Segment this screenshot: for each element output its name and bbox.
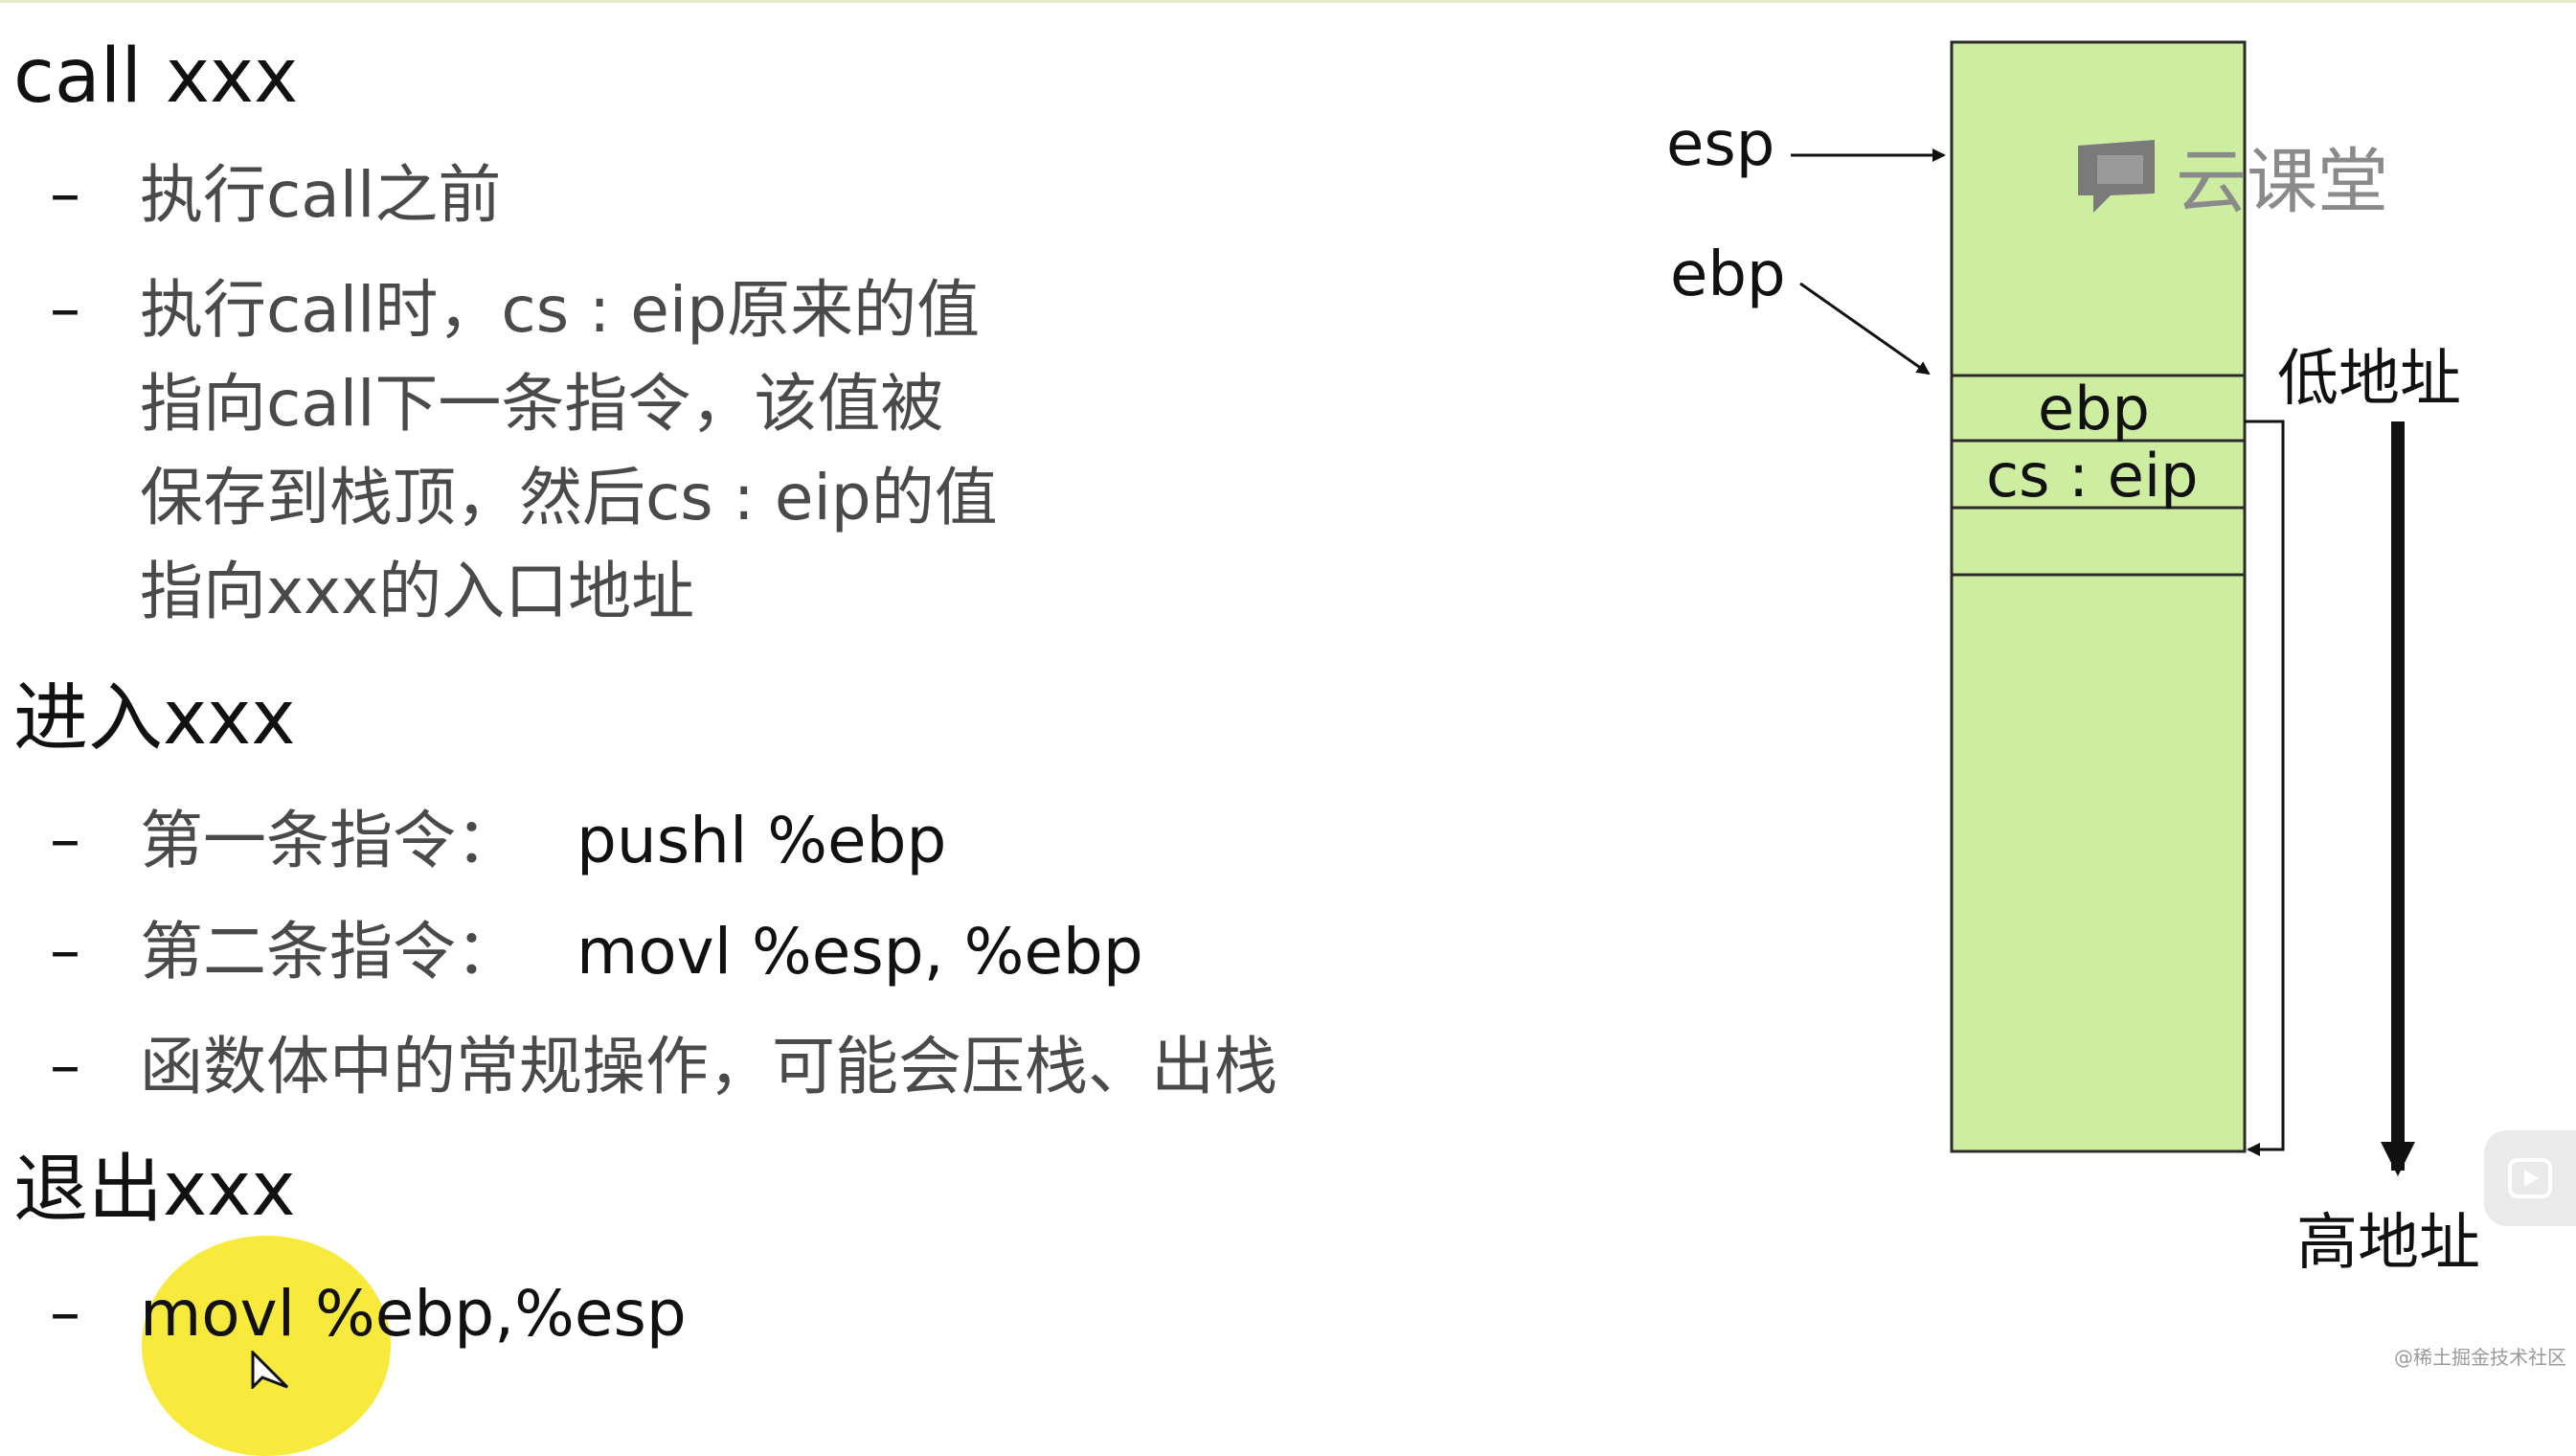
ebp-pointer-arrow: [1799, 282, 1931, 375]
high-address-label: 高地址: [2296, 1208, 2480, 1279]
ebp-label: ebp: [1670, 239, 1786, 310]
bullet-dash: –: [50, 1031, 80, 1102]
bullet-during-call-line3: 保存到栈顶，然后cs : eip的值: [140, 461, 998, 535]
heading-exit: 退出xxx: [13, 1147, 296, 1233]
bullet-dash: –: [50, 916, 80, 987]
bullet-dash: –: [50, 805, 80, 876]
chat-bubble-icon: [2078, 139, 2155, 213]
bullet-dash: –: [50, 159, 80, 230]
bullet-during-call-line2: 指向call下一条指令，该值被: [140, 367, 944, 441]
bullet-during-call-line4: 指向xxx的入口地址: [140, 555, 695, 628]
yunketang-logo: 云课堂: [2072, 125, 2388, 227]
top-border: [0, 0, 2576, 3]
play-button[interactable]: [2484, 1130, 2576, 1226]
heading-enter: 进入xxx: [13, 675, 296, 762]
code-movl: movl %esp, %ebp: [576, 915, 1143, 989]
stack-diagram: [1791, 40, 2415, 1176]
watermark: @稀土掘金技术社区: [2394, 1346, 2566, 1369]
stack-column: [1950, 40, 2247, 1153]
low-address-label: 低地址: [2277, 344, 2461, 415]
bullet-dash: –: [50, 274, 80, 345]
stack-cell-cs-eip: cs : eip: [1986, 441, 2199, 511]
bullet-function-body: 函数体中的常规操作，可能会压栈、出栈: [140, 1030, 1277, 1103]
play-icon: [2508, 1158, 2552, 1198]
heading-call: call xxx: [13, 34, 299, 120]
bullet-second-instruction: 第二条指令：movl %esp, %ebp: [140, 915, 1143, 989]
bullet-during-call-line1: 执行call时，cs : eip原来的值: [140, 273, 981, 347]
code-pushl: pushl %ebp: [576, 804, 947, 877]
bullet-first-instruction: 第一条指令：pushl %ebp: [140, 804, 947, 877]
bullet-dash: –: [50, 1278, 80, 1349]
stack-cell-ebp: ebp: [2038, 374, 2150, 444]
logo-text: 云课堂: [2176, 141, 2388, 223]
bullet-exit-movl: movl %ebp,%esp: [140, 1277, 687, 1351]
saved-ebp-link-arrow: [2245, 420, 2285, 1156]
bullet-before-call: 执行call之前: [140, 158, 502, 232]
esp-label: esp: [1666, 109, 1775, 180]
